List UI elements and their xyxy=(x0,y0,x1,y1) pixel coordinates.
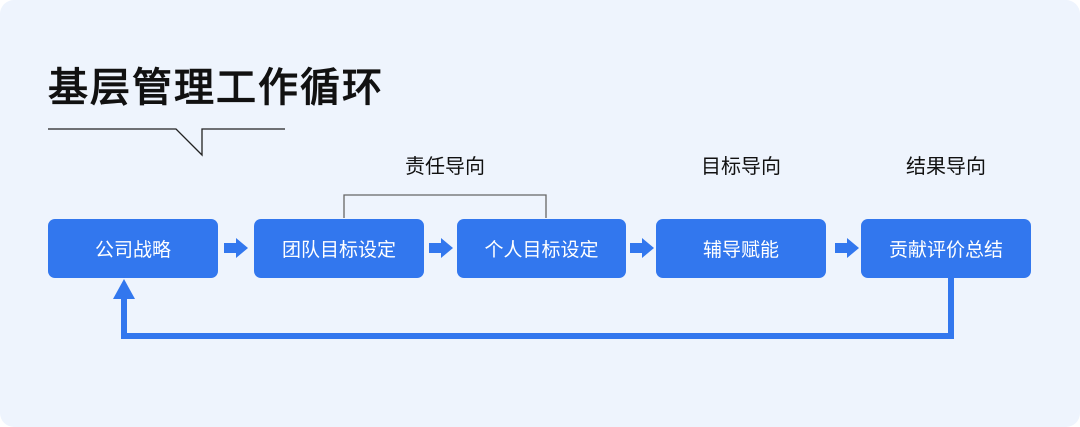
feedback-loop-arrowhead xyxy=(113,279,135,299)
flow-arrow xyxy=(835,238,859,258)
step-team-goal-setting: 团队目标设定 xyxy=(254,219,424,278)
flow-arrow xyxy=(630,238,654,258)
flow-arrow xyxy=(429,238,453,258)
step-contribution-review: 贡献评价总结 xyxy=(861,219,1031,278)
step-coaching-empowerment: 辅导赋能 xyxy=(656,219,826,278)
responsibility-bracket xyxy=(343,194,547,218)
feedback-loop-line xyxy=(121,278,954,339)
group-label-goal: 目标导向 xyxy=(701,153,781,178)
group-label-result: 结果导向 xyxy=(906,153,986,178)
flow-arrow xyxy=(224,238,248,258)
title-callout-line xyxy=(48,128,285,157)
group-label-responsibility: 责任导向 xyxy=(405,153,485,178)
step-personal-goal-setting: 个人目标设定 xyxy=(457,219,626,278)
step-company-strategy: 公司战略 xyxy=(48,219,218,278)
diagram-title: 基层管理工作循环 xyxy=(48,65,384,111)
